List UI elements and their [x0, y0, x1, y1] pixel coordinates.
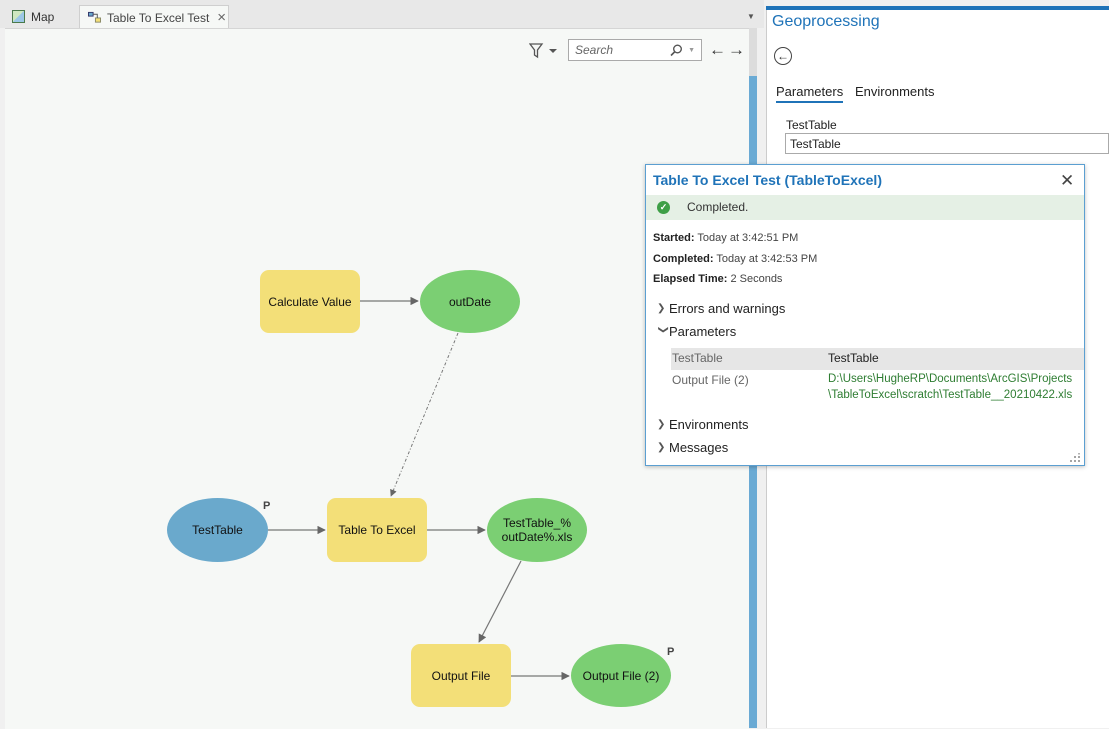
- search-placeholder: Search: [575, 43, 614, 57]
- tab-parameters[interactable]: Parameters: [776, 84, 844, 103]
- param-name: TestTable: [672, 351, 723, 365]
- section-environments[interactable]: ❯ Environments: [657, 417, 748, 432]
- elapsed-line: Elapsed Time: 2 Seconds: [653, 273, 783, 285]
- chevron-right-icon: ❯: [657, 303, 666, 314]
- model-canvas[interactable]: [5, 28, 749, 729]
- tab-table-to-excel-test[interactable]: Table To Excel Test ×: [79, 5, 229, 29]
- chevron-down-icon: ❯: [657, 325, 669, 334]
- back-circle-icon[interactable]: ←: [774, 47, 792, 65]
- scrollbar-track: [749, 28, 757, 76]
- param-value: TestTable: [828, 351, 879, 365]
- node-label-line2: outDate%.xls: [501, 530, 573, 544]
- section-label: Errors and warnings: [669, 301, 786, 316]
- node-label: outDate: [448, 294, 492, 309]
- tab-environments[interactable]: Environments: [855, 84, 935, 99]
- back-arrow-icon[interactable]: ←: [709, 40, 726, 59]
- connector-precondition: [390, 332, 459, 497]
- search-icon[interactable]: [670, 44, 683, 57]
- model-icon: [88, 11, 101, 23]
- node-label: Calculate Value: [268, 294, 352, 309]
- tab-overflow-icon[interactable]: ▼: [747, 12, 755, 21]
- node-outdate[interactable]: outDate: [420, 270, 520, 333]
- node-label-line1: TestTable_%: [502, 516, 572, 530]
- section-errors-warnings[interactable]: ❯ Errors and warnings: [657, 301, 785, 316]
- tab-model-label: Table To Excel Test: [107, 10, 210, 25]
- status-bar: [646, 195, 1084, 220]
- pane-accent-bar: [766, 6, 1109, 10]
- model-connectors: [268, 296, 570, 681]
- section-label: Parameters: [669, 324, 737, 339]
- node-output-xls[interactable]: TestTable_% outDate%.xls: [487, 498, 587, 562]
- completed-line: Completed: Today at 3:42:53 PM: [653, 253, 818, 265]
- section-label: Environments: [669, 417, 749, 432]
- chevron-right-icon: ❯: [657, 419, 666, 430]
- started-line: Started: Today at 3:42:51 PM: [653, 232, 799, 244]
- testtable-input[interactable]: TestTable: [785, 133, 1109, 154]
- node-label: Output File (2): [582, 668, 660, 683]
- popup-title: Table To Excel Test (TableToExcel): [653, 172, 882, 188]
- node-label: Output File: [431, 668, 491, 683]
- section-parameters[interactable]: ❯ Parameters: [657, 324, 737, 339]
- node-label: TestTable: [192, 523, 243, 537]
- resize-grip-icon[interactable]: [1070, 453, 1081, 463]
- node-calculate-value[interactable]: Calculate Value: [260, 270, 360, 333]
- connector-output-to-outputfile: [478, 560, 522, 643]
- node-label: Table To Excel: [338, 523, 416, 537]
- node-output-file[interactable]: Output File: [411, 644, 511, 707]
- map-icon: [12, 10, 25, 23]
- param-name: Output File (2): [672, 373, 749, 387]
- param-value-path-line2[interactable]: \TableToExcel\scratch\TestTable__2021042…: [828, 389, 1073, 401]
- param-value-path-line1[interactable]: D:\Users\HugheRP\Documents\ArcGIS\Projec…: [828, 373, 1073, 385]
- parameter-marker: P: [667, 646, 675, 658]
- status-text: Completed.: [687, 200, 749, 214]
- tab-map-label: Map: [31, 9, 55, 24]
- parameter-marker: P: [263, 500, 271, 512]
- search-input[interactable]: Search ▼: [568, 39, 702, 61]
- search-dropdown-icon[interactable]: ▼: [688, 46, 695, 54]
- pane-title: Geoprocessing: [772, 13, 880, 30]
- tab-map[interactable]: Map: [4, 5, 74, 28]
- section-label: Messages: [669, 440, 729, 455]
- node-testtable[interactable]: TestTable: [167, 498, 268, 562]
- filter-icon[interactable]: [529, 43, 559, 59]
- param-row-highlight: [671, 348, 1084, 370]
- tab-close-icon[interactable]: ×: [217, 9, 227, 26]
- testtable-field-label: TestTable: [786, 118, 837, 132]
- section-messages[interactable]: ❯ Messages: [657, 440, 728, 455]
- close-icon[interactable]: ✕: [1060, 171, 1075, 190]
- chevron-right-icon: ❯: [657, 442, 666, 453]
- node-table-to-excel[interactable]: Table To Excel: [327, 498, 427, 562]
- node-output-file-2[interactable]: Output File (2): [571, 644, 671, 707]
- checkmark-icon: ✓: [657, 201, 670, 214]
- forward-arrow-icon[interactable]: →: [728, 40, 745, 59]
